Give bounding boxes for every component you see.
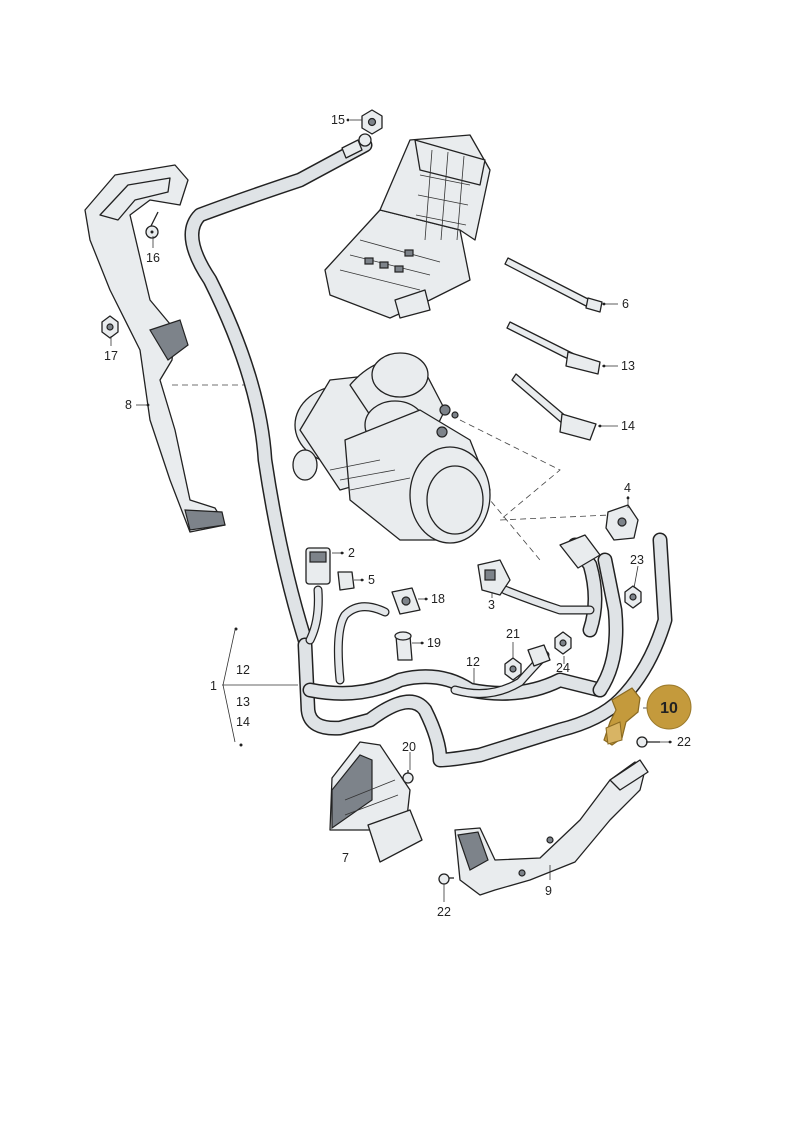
callout-4: 4 (624, 481, 631, 495)
connector-4 (605, 504, 639, 541)
connector-2 (305, 547, 331, 585)
nut-24 (554, 631, 572, 655)
callout-23: 23 (630, 553, 644, 567)
nut-23 (624, 585, 642, 609)
callout-22-upper: 22 (677, 735, 691, 749)
grommet-19 (394, 631, 413, 661)
screw-22-lower (438, 873, 454, 885)
callout-21: 21 (506, 627, 520, 641)
fuse-box-bracket (324, 134, 491, 319)
callout-13: 13 (236, 695, 250, 709)
callout-5: 5 (368, 573, 375, 587)
callout-2: 2 (348, 546, 355, 560)
callout-14: 14 (236, 715, 250, 729)
callout-8: 8 (125, 398, 132, 412)
connector-3 (477, 559, 511, 596)
cable-tie-6 (504, 257, 603, 313)
cable-tie-14 (511, 373, 597, 441)
bracket-9 (454, 759, 649, 896)
callout-13-tie: 13 (621, 359, 635, 373)
nut-21 (504, 657, 522, 681)
callout-24: 24 (556, 661, 570, 675)
callout-15: 15 (331, 113, 345, 127)
side-bracket-8 (84, 164, 226, 533)
nut-15 (361, 109, 383, 135)
terminal-12-end (527, 644, 551, 667)
clip-5 (337, 571, 355, 591)
callout-6: 6 (622, 297, 629, 311)
callout-20: 20 (402, 740, 416, 754)
holder-10 (603, 687, 641, 746)
callout-labels: 15 16 17 8 6 13 14 4 2 5 18 19 3 23 21 1… (104, 113, 692, 919)
callout-17: 17 (104, 349, 118, 363)
callout-10-badge (646, 684, 692, 730)
callout-12: 12 (236, 663, 250, 677)
group-bracket-1 (222, 627, 298, 747)
callout-14-tie: 14 (621, 419, 635, 433)
callout-7: 7 (342, 851, 349, 865)
callout-12-cable: 12 (466, 655, 480, 669)
callout-1: 1 (210, 679, 217, 693)
screw-16 (145, 211, 159, 239)
callout-3: 3 (488, 598, 495, 612)
sleeve (559, 534, 601, 569)
cable-tie-13 (506, 321, 601, 375)
bracket-7 (329, 741, 423, 863)
callout-10: 10 (660, 700, 678, 717)
holder-18 (391, 587, 421, 615)
screw-20 (402, 770, 414, 784)
starter-motor (292, 352, 491, 544)
leader-lines (110, 118, 672, 902)
callout-9: 9 (545, 884, 552, 898)
nut-17 (101, 315, 119, 339)
callout-16: 16 (146, 251, 160, 265)
callout-22-lower: 22 (437, 905, 451, 919)
callout-19: 19 (427, 636, 441, 650)
callout-18: 18 (431, 592, 445, 606)
